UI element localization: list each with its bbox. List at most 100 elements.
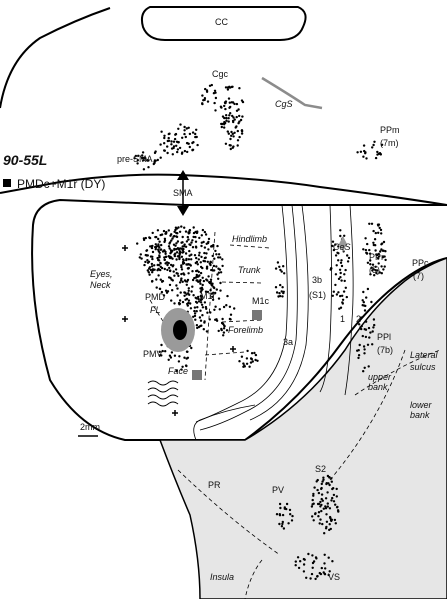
- neuron-dot-vs: [323, 553, 326, 556]
- neuron-dot-m1: [225, 329, 229, 332]
- neuron-dot-s2: [312, 519, 315, 522]
- neuron-dot-cgc: [237, 108, 240, 111]
- neuron-dot-cgc: [232, 135, 235, 138]
- neuron-dot-pmd: [168, 241, 172, 244]
- neuron-dot-ppr: [377, 255, 381, 258]
- neuron-dot-ppr: [372, 268, 375, 271]
- neuron-dot-pmd-m1: [194, 240, 198, 243]
- neuron-dot-area3a: [281, 286, 284, 289]
- neuron-dot-m1: [222, 331, 226, 334]
- neuron-dot-s2: [312, 492, 315, 496]
- neuron-dot-m1: [217, 297, 221, 300]
- neuron-dot-ppl: [372, 326, 375, 329]
- neuron-dot-m1: [220, 327, 223, 331]
- neuron-dot-pv: [279, 506, 282, 510]
- neuron-dot-ppl: [360, 316, 363, 319]
- neuron-dot-presma: [188, 132, 192, 136]
- neuron-dot-s2: [333, 518, 337, 522]
- neuron-dot-pmd-m1: [173, 253, 176, 256]
- neuron-dot-pmd: [150, 245, 153, 248]
- neuron-dot-pmd: [181, 241, 184, 244]
- neuron-dot-pmv: [158, 350, 161, 353]
- neuron-dot-ppr: [365, 252, 369, 255]
- injection-site-core: [173, 320, 187, 340]
- neuron-dot-area1-2: [341, 298, 345, 301]
- neuron-dot-presma: [163, 136, 166, 140]
- dashed-boundary-s2: [329, 349, 406, 481]
- neuron-dot-pmd-m1: [203, 251, 206, 255]
- neuron-dot-pv: [282, 527, 286, 530]
- neuron-dot-pmv: [186, 356, 190, 359]
- neuron-dot-pmd-m1: [199, 282, 202, 285]
- neuron-dot-area3a: [280, 290, 283, 293]
- neuron-dot-cgc: [228, 101, 231, 104]
- neuron-dot-vs: [314, 577, 317, 581]
- scale-bar-label: 2mm: [80, 422, 100, 432]
- neuron-dot-pmv: [160, 343, 163, 347]
- neuron-dot-pmd-m1: [154, 248, 157, 251]
- label-3b: 3b: [312, 275, 322, 285]
- central-sulcus-fold-d: [319, 204, 332, 393]
- neuron-dot-pmd-m1: [175, 284, 178, 287]
- neuron-dot-pmd: [172, 264, 175, 267]
- neuron-dot-ppl: [369, 331, 372, 334]
- label-upper: upper: [368, 372, 392, 382]
- neuron-dot-pmd-m1: [206, 279, 209, 282]
- neuron-dot-pmd-m1: [195, 231, 198, 235]
- neuron-dot-area1-2: [341, 301, 344, 304]
- neuron-dot-face: [240, 355, 244, 358]
- neuron-dot-m1: [215, 319, 219, 322]
- neuron-dot-ppr: [380, 232, 383, 235]
- neuron-dot-area3a: [281, 295, 284, 298]
- label-area-2: 2: [356, 314, 361, 324]
- neuron-dot-pmd-m1: [200, 241, 203, 244]
- neuron-dot-area1-2: [339, 229, 342, 232]
- neuron-dot-s2: [322, 478, 325, 481]
- neuron-dot-ppl: [363, 309, 367, 312]
- neuron-dot-ppm: [362, 155, 365, 158]
- neuron-dot-vs: [297, 566, 301, 570]
- neuron-dot-presma: [195, 128, 198, 131]
- neuron-dot-m1: [199, 290, 202, 293]
- neuron-dot-ppr: [366, 261, 370, 264]
- neuron-dot-pmd-m1: [209, 288, 212, 292]
- neuron-dot-cgc: [231, 114, 234, 118]
- neuron-dot-pmd-m1: [194, 276, 198, 279]
- neuron-dot-m1: [229, 318, 232, 321]
- neuron-dot-cgc: [228, 86, 232, 89]
- neuron-dot-face: [253, 351, 256, 355]
- neuron-dot-pmd-m1: [170, 278, 173, 281]
- neuron-dot-m1: [211, 298, 215, 301]
- neuron-dot-s2: [322, 507, 325, 510]
- neuron-dot-pmd-m1: [155, 286, 158, 289]
- neuron-dot-pmd: [136, 242, 139, 245]
- label-m1r: M1r: [200, 291, 216, 301]
- dashed-boundary-insula-pv: [177, 469, 281, 556]
- neuron-dot-ppr: [373, 238, 377, 241]
- label-area-1: 1: [340, 314, 345, 324]
- neuron-dot-pmd-m1: [176, 232, 179, 235]
- marker-square-m1c: [252, 310, 262, 320]
- cingulate-sulcus-line: [261, 76, 323, 110]
- neuron-dot-pv: [280, 525, 284, 528]
- neuron-dot-pmd: [165, 255, 168, 258]
- neuron-dot-cgc: [221, 122, 224, 126]
- neuron-dot-ppm: [365, 157, 368, 160]
- neuron-dot-pmv: [178, 355, 181, 358]
- neuron-dot-vs: [323, 573, 327, 576]
- neuron-dot-pmd-m1: [171, 289, 174, 292]
- neuron-dot-m1: [222, 305, 226, 309]
- neuron-dot-pmd-m1: [191, 270, 194, 273]
- neuron-dot-area1-2: [332, 248, 336, 252]
- neuron-dot-pmd: [157, 237, 160, 241]
- neuron-dot-pmd-m1: [209, 280, 212, 284]
- neuron-dot-area1-2: [340, 259, 343, 262]
- neuron-dot-area1-2: [335, 293, 339, 296]
- neuron-dot-s2: [316, 488, 319, 492]
- neuron-dot-vs: [302, 570, 306, 573]
- neuron-dot-vs: [312, 560, 316, 563]
- neuron-dot-presma: [181, 151, 184, 154]
- neuron-dot-cgc: [213, 101, 216, 105]
- neuron-dot-pmd-m1: [175, 235, 178, 238]
- neuron-dot-presma: [195, 135, 198, 139]
